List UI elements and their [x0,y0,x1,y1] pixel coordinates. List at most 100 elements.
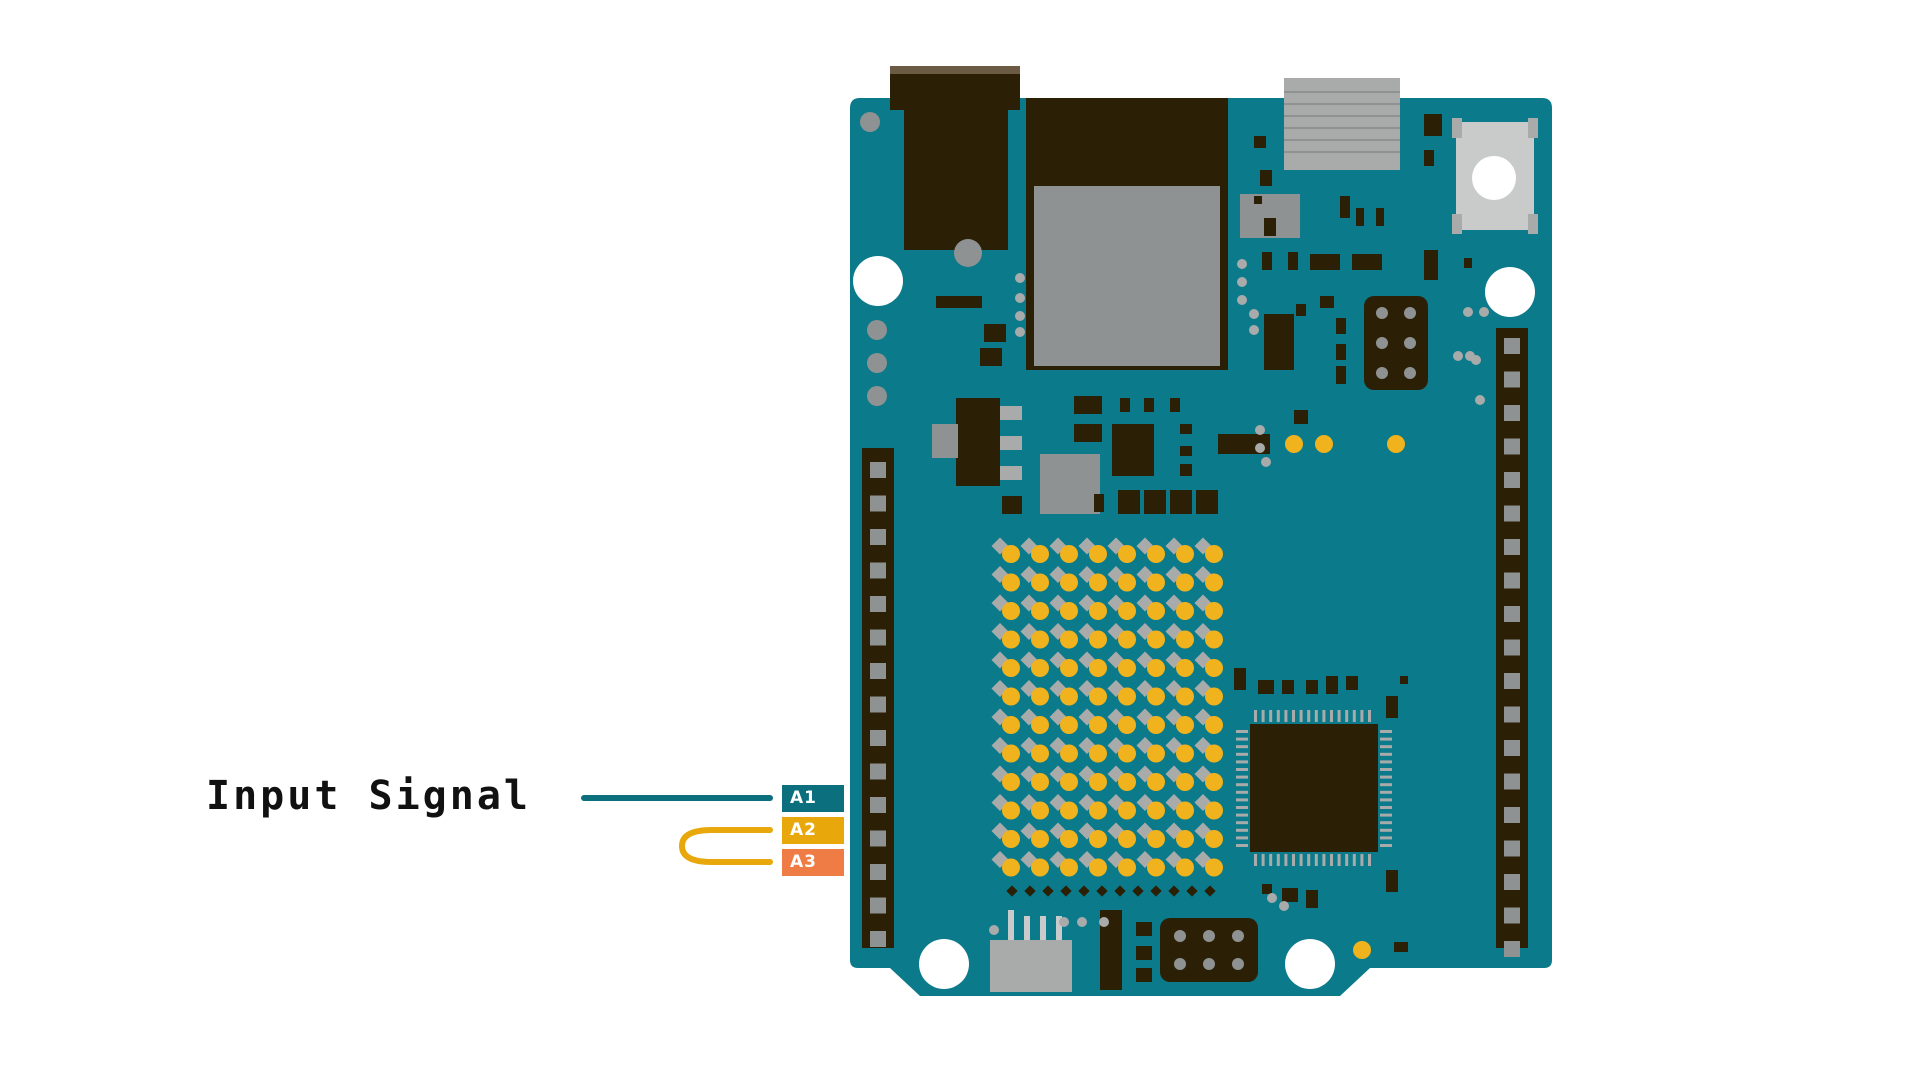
header-pin [870,897,886,914]
smd-part [1180,446,1192,456]
via [1267,893,1277,903]
matrix-led [1089,545,1107,563]
resistor-array [1168,885,1180,897]
via [1237,277,1247,287]
matrix-led [1205,830,1223,848]
mcu-pin [1236,813,1248,817]
header-pin [870,830,886,847]
mcu-pin [1337,710,1341,722]
matrix-led [1205,858,1223,877]
matrix-led [1002,830,1020,848]
matrix-led [1089,773,1107,791]
header-pin [1504,606,1520,622]
header-pin [1504,572,1520,589]
matrix-led [1176,801,1194,820]
mcu-pin [1380,790,1392,794]
mcu-pin [1236,828,1248,832]
via [1059,917,1069,927]
matrix-led [1118,630,1136,649]
matrix-led [1060,602,1078,620]
header-pin [870,562,886,579]
header-pin [870,663,886,679]
smd-part [1296,304,1306,316]
matrix-led [1089,602,1107,620]
header-pin [1504,907,1520,924]
mcu-pin [1380,798,1392,802]
mcu-pin [1292,854,1295,866]
mcu-pin [1236,821,1248,825]
matrix-led [1147,773,1165,791]
matrix-led [1089,687,1107,706]
mcu-pin [1314,854,1318,866]
mcu-pin [1307,710,1311,722]
resistor-array [1114,885,1126,897]
mcu-pin [1337,854,1341,866]
smd-part [1144,490,1166,514]
matrix-led [1002,744,1020,763]
mcu-pin [1380,730,1392,733]
smd-part [1136,946,1152,960]
matrix-led [1031,858,1049,877]
via [1249,325,1259,335]
matrix-led [1118,687,1136,706]
smd-part [1180,464,1192,476]
matrix-led [1118,602,1136,620]
matrix-led [1031,630,1049,649]
via [1479,307,1489,317]
matrix-led [1205,659,1223,677]
smd-part [1264,218,1276,236]
matrix-led [1060,744,1078,763]
mcu-pin [1380,775,1392,779]
smd-part [1310,254,1340,270]
smd-part [1356,208,1364,226]
matrix-led [1147,744,1165,763]
mcu-pin [1322,854,1326,866]
smd-part [1170,398,1180,412]
reset-button [1452,118,1538,234]
header-pin [1504,505,1520,522]
matrix-led [1147,602,1165,620]
matrix-led [1147,687,1165,706]
matrix-led [1147,801,1165,820]
header-pin [1504,773,1520,790]
matrix-led [1118,801,1136,820]
chip [1112,424,1154,476]
status-led [1315,435,1333,453]
matrix-led [1176,573,1194,592]
smd-part [1326,676,1338,694]
matrix-led [1176,858,1194,877]
matrix-led [1205,716,1223,734]
matrix-led [1089,573,1107,592]
resistor-array [1096,885,1108,897]
matrix-led [1002,630,1020,649]
matrix-led [1176,716,1194,734]
resistor-array [1204,885,1216,897]
smd-part [1094,494,1104,512]
matrix-led [1147,573,1165,592]
header-pin [870,529,886,545]
resistor-array [1042,885,1054,897]
smd-part [1282,680,1294,694]
matrix-led [1089,630,1107,649]
smd-part [1180,424,1192,434]
resistor-array [1060,885,1072,897]
power-jack [890,66,1020,267]
mcu-pin [1236,768,1248,771]
matrix-led [1118,744,1136,763]
matrix-led [1118,773,1136,791]
smd-part [1376,208,1384,226]
header-pin [1504,338,1520,354]
matrix-led [1205,801,1223,820]
chip [1264,314,1294,370]
matrix-led [1176,830,1194,848]
mcu-pin [1380,828,1392,832]
smd-part [1288,252,1298,270]
header-pin [870,797,886,813]
matrix-led [1205,573,1223,592]
matrix-led [1089,830,1107,848]
matrix-led [1002,545,1020,563]
via [989,925,999,935]
usb-connector [1284,78,1400,170]
wifi-module [1026,98,1228,370]
matrix-led [1176,545,1194,563]
